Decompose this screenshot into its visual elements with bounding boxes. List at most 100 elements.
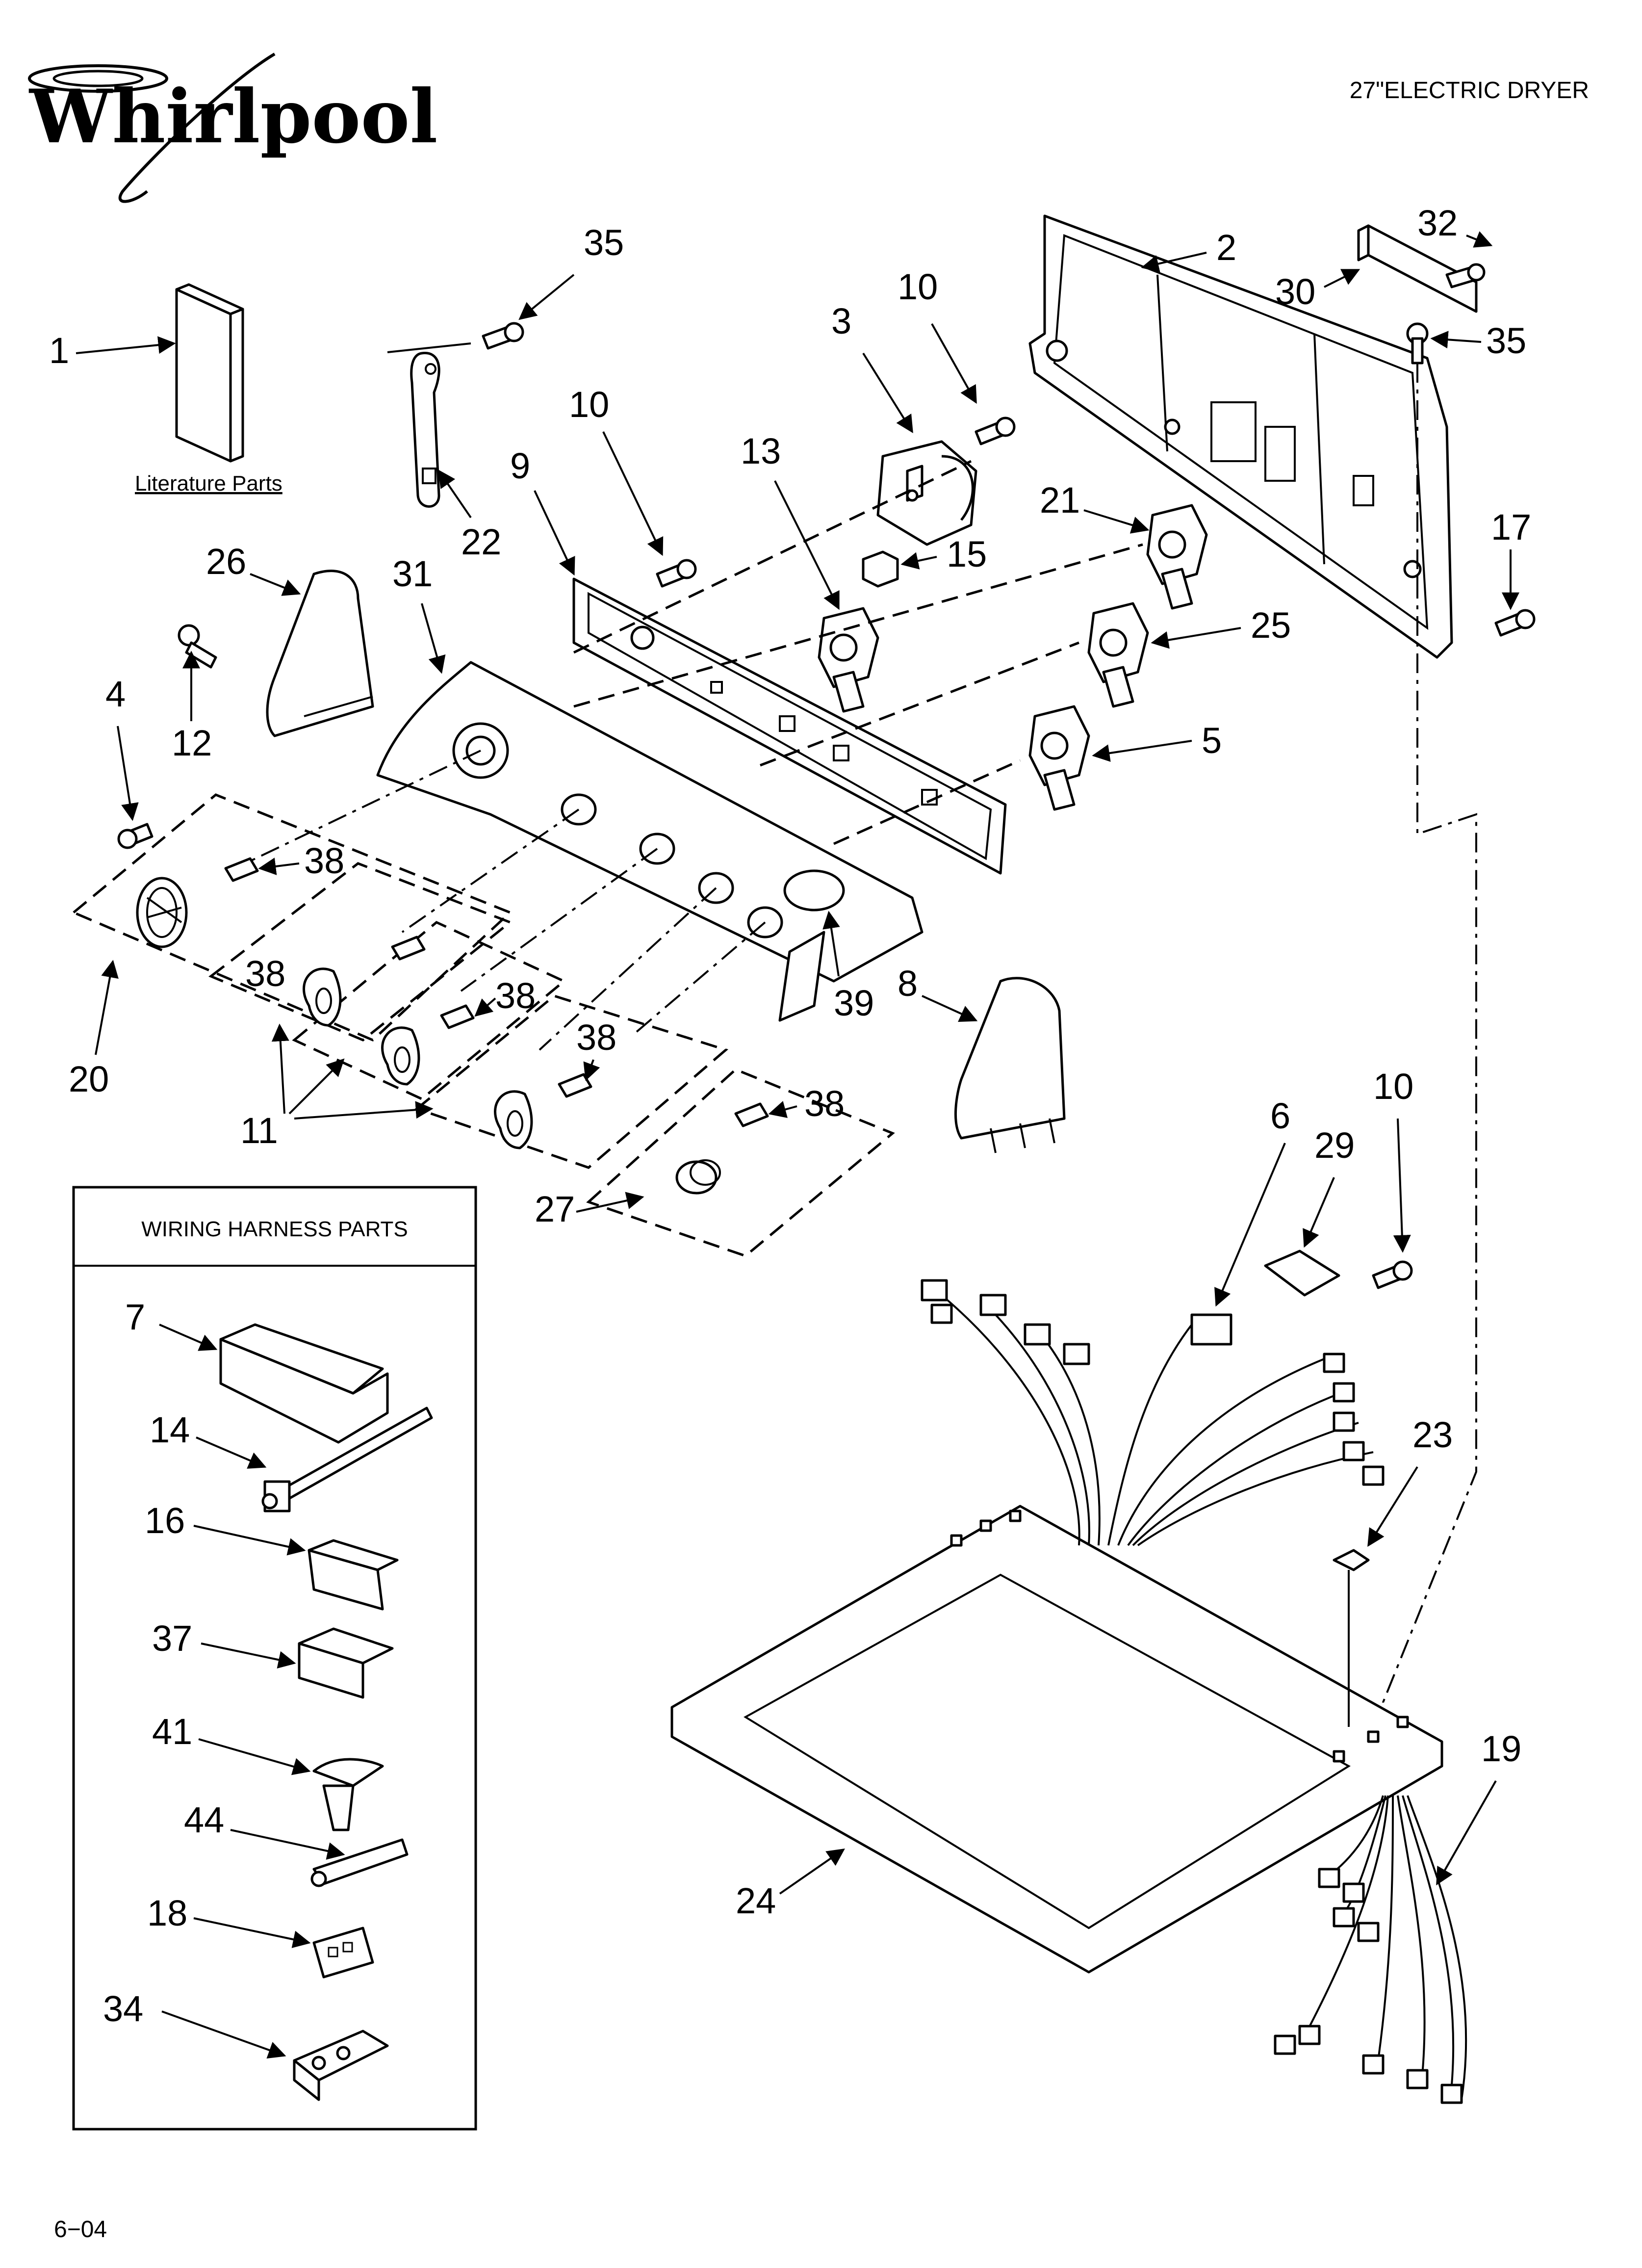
knob-box-38b [208, 862, 513, 1042]
harness-part-44 [310, 1838, 409, 1887]
callout-38a: 38 [304, 840, 344, 881]
callout-3: 3 [831, 301, 851, 341]
switch-15 [862, 550, 899, 588]
callout-11: 11 [240, 1110, 278, 1151]
callout-25: 25 [1251, 605, 1291, 646]
end-cap-8 [954, 977, 1066, 1153]
callout-15: 15 [947, 534, 987, 574]
callout-38d: 38 [576, 1017, 616, 1058]
console-panel-9 [572, 577, 1007, 875]
harness-part-34 [293, 2030, 389, 2101]
callout-27: 27 [535, 1189, 575, 1229]
control-panel-frame [1028, 214, 1453, 659]
callout-17: 17 [1491, 507, 1531, 547]
insert-38b [391, 936, 426, 961]
callout-12: 12 [172, 723, 212, 763]
callout-22: 22 [461, 521, 501, 562]
screw-10-top [975, 417, 1016, 445]
callout-10-top: 10 [898, 266, 938, 307]
callout-23: 23 [1412, 1414, 1453, 1455]
harness-label-14: 14 [150, 1409, 190, 1450]
switch-13 [818, 607, 879, 713]
callout-29: 29 [1314, 1125, 1355, 1166]
callout-38e: 38 [804, 1083, 845, 1124]
callout-35-left: 35 [584, 222, 624, 263]
knob-11b [381, 1026, 420, 1086]
clip-23 [1333, 1549, 1370, 1727]
screw-35-right [1406, 322, 1429, 579]
harness-label-44: 44 [184, 1799, 224, 1840]
brand-wordmark: Whirlpool [28, 74, 437, 160]
screw-4 [117, 823, 154, 849]
cabinet-top-24 [670, 1505, 1443, 1974]
callout-4: 4 [105, 674, 126, 714]
ground-path-line [1382, 579, 1477, 1727]
harness-label-16: 16 [145, 1500, 185, 1541]
literature-label: Literature Parts [135, 471, 282, 495]
knob-11c [494, 1090, 533, 1149]
harness-label-18: 18 [147, 1893, 187, 1933]
callout-35-right: 35 [1486, 320, 1526, 361]
harness-label-37: 37 [152, 1618, 192, 1659]
screw-17 [1494, 609, 1536, 637]
knob-box-38d [414, 994, 729, 1169]
callout-30: 30 [1275, 271, 1315, 312]
harness-part-14 [261, 1407, 433, 1512]
callout-32: 32 [1417, 203, 1458, 243]
knob-11a [303, 967, 342, 1027]
page-code: 6−04 [54, 2216, 107, 2242]
switch-25 [1087, 602, 1149, 708]
screw-10-mid [656, 559, 697, 588]
harness-19 [1274, 1795, 1467, 2104]
harness-label-7: 7 [125, 1297, 145, 1337]
callout-39: 39 [834, 983, 874, 1023]
knob-box-27 [586, 1068, 895, 1257]
knob-box-20 [71, 793, 513, 1042]
insert-38c [440, 1004, 475, 1029]
callout-38c: 38 [495, 975, 536, 1016]
callout-10-mid: 10 [569, 384, 609, 425]
harness-part-41 [312, 1758, 384, 1831]
harness-part-7 [219, 1323, 389, 1444]
insert-38d [558, 1073, 592, 1098]
harness-label-41: 41 [152, 1711, 192, 1752]
callout-6: 6 [1270, 1095, 1290, 1136]
callout-21: 21 [1040, 480, 1080, 521]
knob-large-20 [136, 877, 188, 948]
plate-30 [1357, 224, 1478, 313]
harness-part-16 [308, 1539, 399, 1611]
callout-26: 26 [206, 541, 246, 582]
callout-13: 13 [741, 431, 781, 471]
switch-21 [1146, 504, 1208, 610]
knob-27 [675, 1159, 721, 1195]
callout-19: 19 [1481, 1728, 1521, 1769]
callout-1: 1 [49, 330, 69, 371]
harness-label-34: 34 [103, 1988, 143, 2029]
literature-booklet [175, 283, 244, 463]
screw-32 [1445, 263, 1486, 288]
whirlpool-logo: Whirlpool [28, 52, 437, 203]
callout-24: 24 [736, 1880, 776, 1921]
harness-part-37 [298, 1627, 394, 1699]
callout-9: 9 [510, 445, 530, 486]
callout-2: 2 [1216, 227, 1236, 268]
end-cap-26 [266, 570, 374, 737]
product-title: 27"ELECTRIC DRYER [1350, 78, 1589, 104]
callout-10-low: 10 [1373, 1066, 1413, 1107]
insert-38a [224, 857, 259, 882]
callout-8: 8 [898, 963, 918, 1004]
switch-5 [1028, 705, 1090, 811]
screw-35-left [482, 322, 524, 350]
callout-5: 5 [1202, 720, 1222, 761]
callout-20: 20 [69, 1059, 109, 1099]
screw-10-low [1372, 1260, 1413, 1289]
insert-38e [734, 1102, 769, 1127]
timer-3 [876, 440, 977, 546]
harness-6 [921, 1279, 1385, 1546]
screw-12 [178, 624, 217, 669]
wiring-harness-box [72, 1186, 477, 2131]
wiring-box-title: WIRING HARNESS PARTS [141, 1217, 408, 1241]
callout-38b: 38 [245, 953, 285, 994]
harness-part-18 [312, 1927, 374, 1979]
